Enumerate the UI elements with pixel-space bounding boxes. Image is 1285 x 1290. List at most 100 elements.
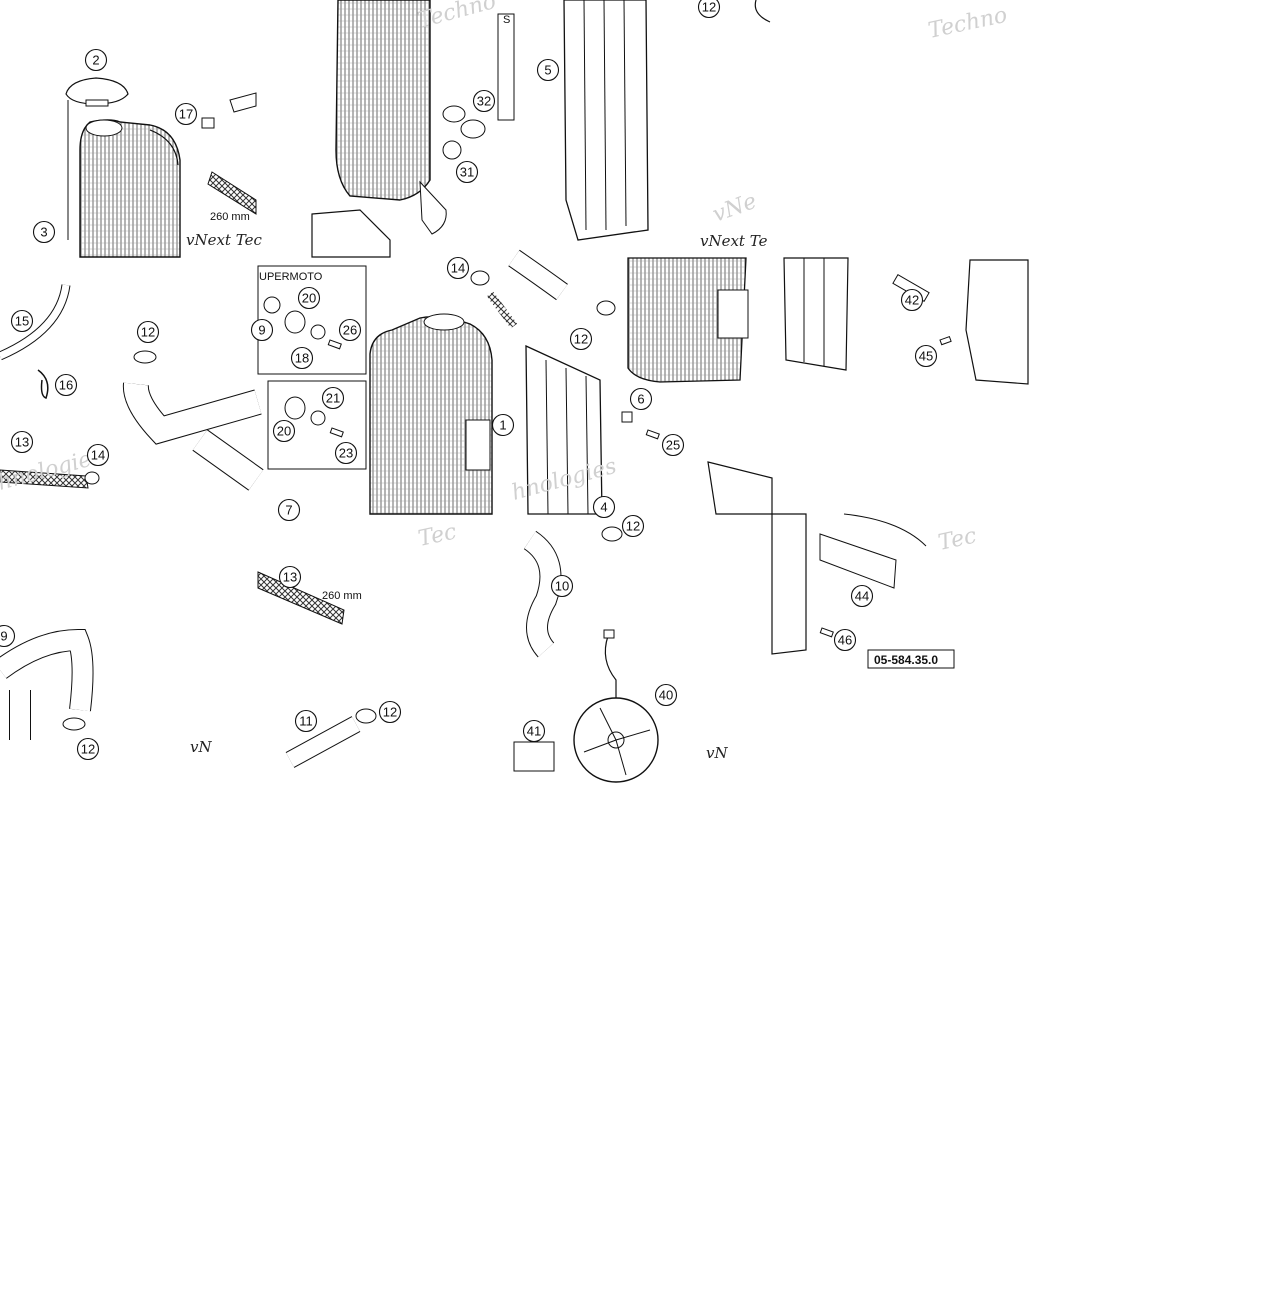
tile-e: hnologies [0,284,264,496]
callout-circle [54,373,78,397]
callout-14: 14 [86,443,110,467]
watermark-text: vN [190,738,212,756]
callout-number: 45 [919,349,933,364]
detail-box [267,380,367,470]
tile-a: 260 mm vNext Tec [65,77,262,258]
box-label-top: S [503,14,510,26]
callout-number: 40 [659,688,673,703]
callout-circle [914,344,938,368]
callout-number: 7 [285,503,292,518]
watermark-text: vNe [710,189,761,228]
tile-j: 260 mm Tec [257,519,459,768]
tile-i: vN [0,628,212,756]
callout-circle [250,318,274,342]
watermark-text: Tec [416,519,459,551]
mounting-plate-part [819,533,897,589]
callout-circle [833,628,857,652]
fan-connector-part [603,629,615,639]
hose-length-label: 260 mm [210,211,250,223]
callout-25: 25 [661,433,685,457]
callout-circle [277,498,301,522]
callout-12: 12 [76,737,100,761]
callout-circle [136,320,160,344]
callout-number: 25 [666,438,680,453]
breather-hose-2-part [257,571,345,625]
callout-circle [334,441,358,465]
callout-5: 5 [536,58,560,82]
callout-20: 20 [272,419,296,443]
callout-number: 42 [905,293,919,308]
callout-40: 40 [654,683,678,707]
callout-41: 41 [522,719,546,743]
callout-16: 16 [54,373,78,397]
callout-circle [522,719,546,743]
center-radiator-part [369,316,493,515]
callout-4: 4 [592,495,616,519]
callout-number: 4 [600,500,607,515]
callout-11: 11 [294,709,318,733]
watermark-text: Tec [936,523,979,555]
callout-46: 46 [833,628,857,652]
callout-32: 32 [472,89,496,113]
callout-number: 18 [295,351,309,366]
callout-circle [86,443,110,467]
callout-circle [290,346,314,370]
callout-number: 12 [81,742,95,757]
callout-20: 20 [297,286,321,310]
watermark-text: Techno [926,3,1009,44]
callout-1: 1 [491,413,515,437]
callout-circle [536,58,560,82]
callout-6: 6 [629,387,653,411]
callout-circle [321,386,345,410]
callout-44: 44 [850,584,874,608]
callout-number: 12 [626,519,640,534]
callout-number: 5 [544,63,551,78]
callout-number: 20 [277,424,291,439]
screw-part [645,429,660,440]
callout-number: 9 [258,323,265,338]
plug-part [442,105,466,123]
callout-12: 12 [697,0,721,19]
part-number: 05-584.35.0 [874,653,938,667]
callout-42: 42 [900,288,924,312]
callout-number: 44 [855,589,869,604]
nut-part [621,411,633,423]
callout-number: 17 [179,107,193,122]
callout-circle [84,48,108,72]
o-ring-part [442,140,462,160]
tile-b: S Techno [311,0,515,258]
callout-circle [10,430,34,454]
callout-21: 21 [321,386,345,410]
rubber-grommet-part [284,310,306,334]
callout-23: 23 [334,441,358,465]
callout-number: 14 [451,261,465,276]
callout-circle [472,89,496,113]
callout-number: 41 [527,724,541,739]
callout-17: 17 [174,102,198,126]
callout-7: 7 [277,498,301,522]
callout-number: 11 [299,714,313,729]
tile-c: vNext Te vNe [563,0,771,250]
callout-circle [378,700,402,724]
fan-cover-part [513,741,555,772]
box-label: UPERMOTO [259,271,323,283]
tile-h [707,257,1029,515]
callout-12: 12 [378,700,402,724]
callout-number: 15 [15,314,29,329]
callout-9: 9 [0,624,16,648]
callout-circle [850,584,874,608]
sensor-part [460,119,486,139]
callout-circle [629,387,653,411]
callout-3: 3 [32,220,56,244]
radiator-cap-part [65,77,129,105]
callout-circle [550,574,574,598]
callouts: 2173323151215161314122026189212023714112… [0,0,938,761]
callout-31: 31 [455,160,479,184]
callout-circle [294,709,318,733]
tile-l: 05-584.35.0 Tec [771,513,979,669]
callout-circle [592,495,616,519]
callout-number: 9 [0,629,7,644]
callout-circle [32,220,56,244]
tile-d: Techno [926,3,1009,44]
callout-18: 18 [290,346,314,370]
